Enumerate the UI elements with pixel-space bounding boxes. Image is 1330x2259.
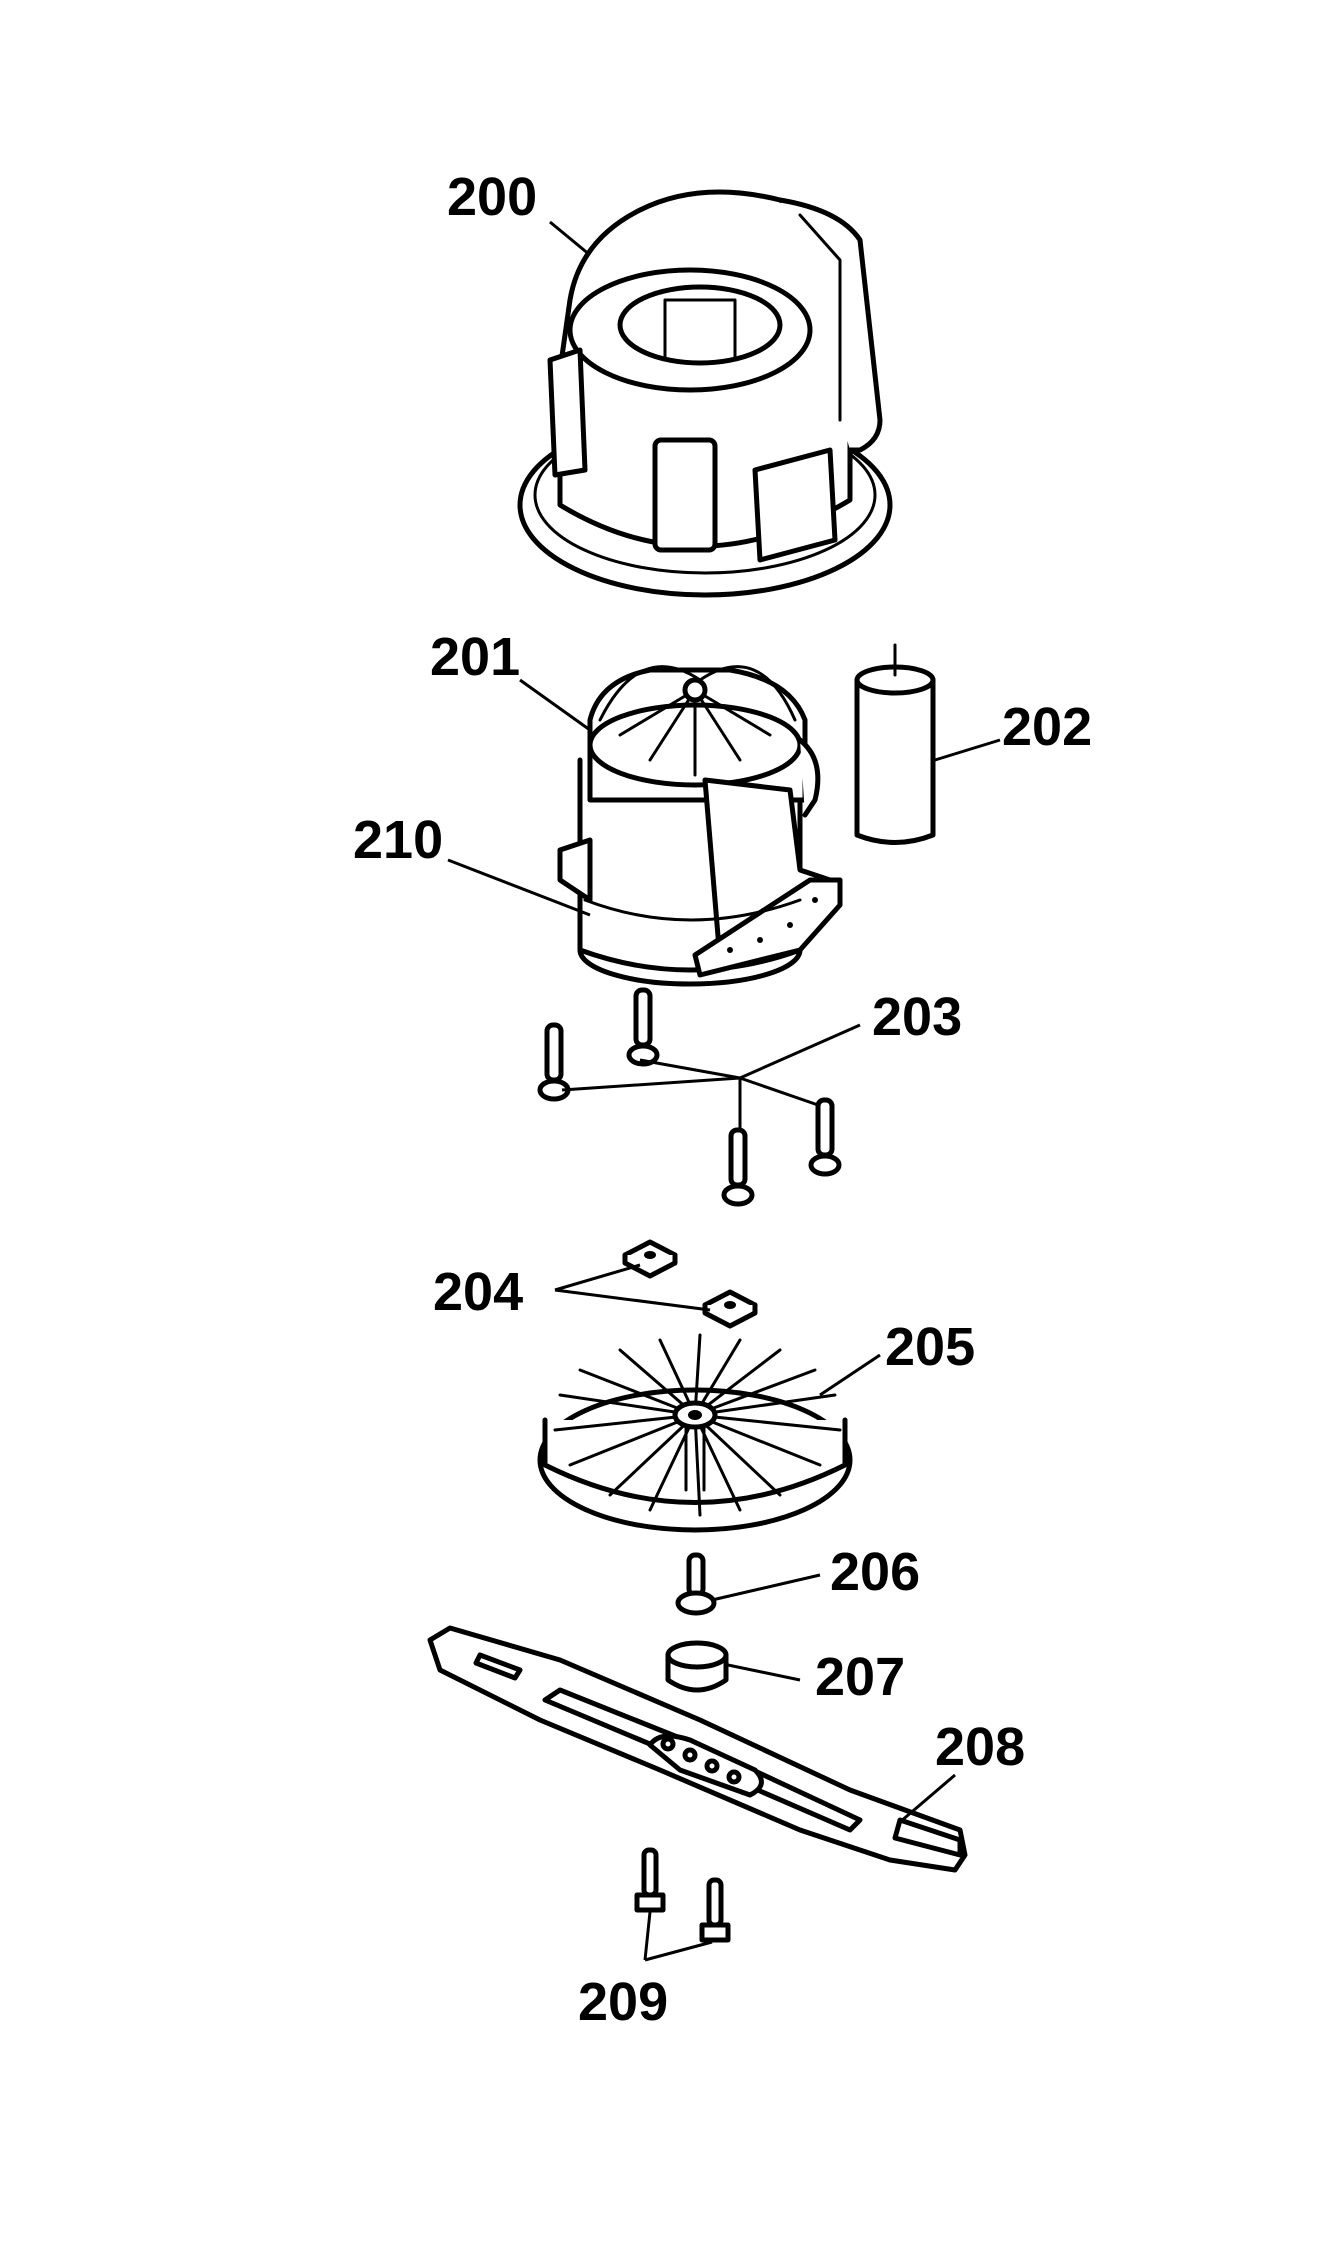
callout-203: 203	[872, 987, 962, 1047]
callout-204: 204	[433, 1262, 523, 1322]
callout-201: 201	[430, 627, 520, 687]
motor-assembly	[557, 665, 843, 987]
motor-housing	[517, 189, 893, 598]
motor-screws	[537, 987, 842, 1207]
spacer	[665, 1640, 729, 1693]
fan-screw	[675, 1552, 717, 1616]
cooling-fan	[537, 1333, 853, 1533]
capacitor	[854, 643, 936, 845]
square-nuts	[622, 1239, 758, 1329]
callout-209: 209	[578, 1972, 668, 2032]
callout-205: 205	[885, 1317, 975, 1377]
callout-208: 208	[935, 1717, 1025, 1777]
callout-202: 202	[1002, 697, 1092, 757]
blade-bolts	[634, 1847, 731, 1943]
callout-207: 207	[815, 1647, 905, 1707]
callout-206: 206	[830, 1542, 920, 1602]
callout-210: 210	[353, 810, 443, 870]
callout-labels: 200 201 202 210 203 204 205 206 207 208 …	[353, 167, 1092, 2032]
callout-200: 200	[447, 167, 537, 227]
leader-lines	[447, 220, 1001, 1962]
mower-blade	[427, 1625, 968, 1873]
